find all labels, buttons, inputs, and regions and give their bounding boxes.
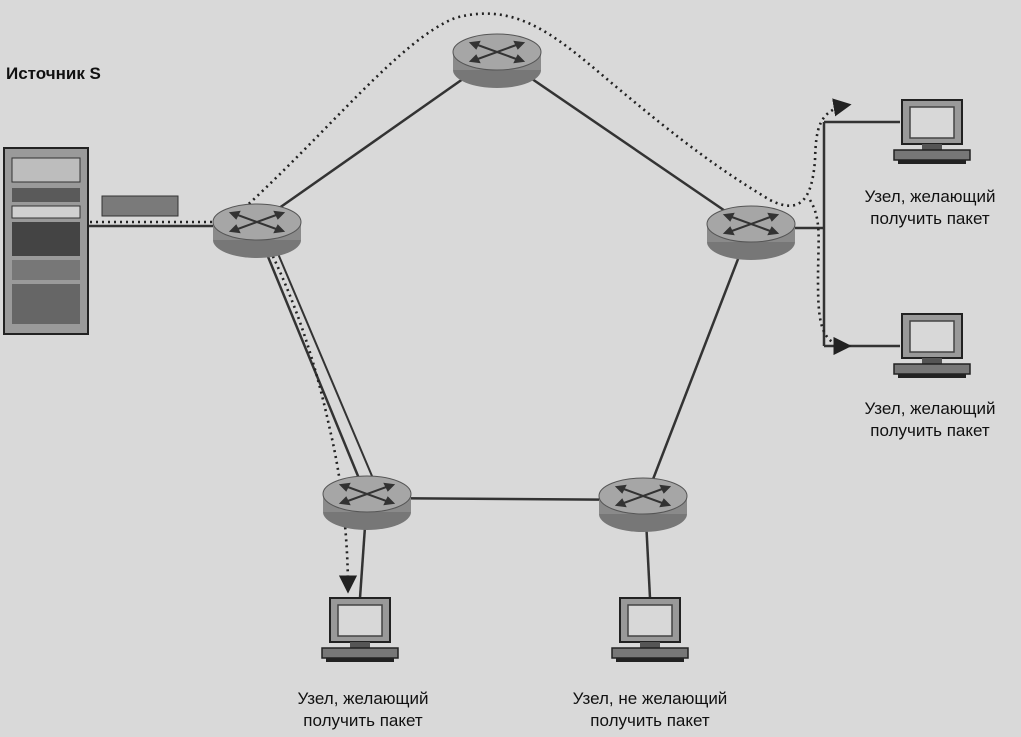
host-bottom-right-line1: Узел, не желающий — [572, 689, 728, 708]
path-to-mid-host — [808, 199, 852, 356]
host-bottom-left-label: Узел, желающий получить пакет — [268, 688, 458, 732]
router-top — [452, 33, 542, 89]
host-top-right-line2: получить пакет — [870, 209, 990, 228]
host-bottom-right-label: Узел, не желающий получить пакет — [545, 688, 755, 732]
router-left — [212, 203, 302, 259]
router-bottom-right — [598, 477, 688, 533]
link-right-bottomright — [643, 227, 752, 501]
host-bottom-left-line1: Узел, желающий — [297, 689, 429, 708]
host-bottom-left-icon — [321, 597, 399, 663]
host-mid-right-icon — [893, 313, 971, 379]
router-bottom-left — [322, 475, 412, 531]
host-mid-right-line2: получить пакет — [870, 421, 990, 440]
host-bottom-right-icon — [611, 597, 689, 663]
host-mid-right-label: Узел, желающий получить пакет — [840, 398, 1020, 442]
link-left-bottomleft-double — [267, 229, 381, 496]
router-right — [706, 205, 796, 261]
source-label: Источник S — [6, 64, 101, 83]
multicast-paths — [90, 12, 852, 594]
link-left-top — [254, 53, 498, 227]
host-top-right-label: Узел, желающий получить пакет — [840, 186, 1020, 230]
host-top-right-line1: Узел, желающий — [864, 187, 996, 206]
path-left-to-top — [239, 12, 852, 213]
host-bottom-right-line2: получить пакет — [590, 711, 710, 730]
link-bottom-left-right — [366, 496, 646, 502]
host-top-right-icon — [893, 99, 971, 165]
link-top-right — [496, 53, 751, 230]
link-left-bottomleft — [253, 224, 369, 499]
network-links — [88, 53, 900, 599]
host-bottom-left-line2: получить пакет — [303, 711, 423, 730]
path-to-bottom-left-host — [263, 239, 358, 594]
packet-icon — [101, 195, 179, 217]
source-server — [3, 147, 89, 335]
host-mid-right-line1: Узел, желающий — [864, 399, 996, 418]
